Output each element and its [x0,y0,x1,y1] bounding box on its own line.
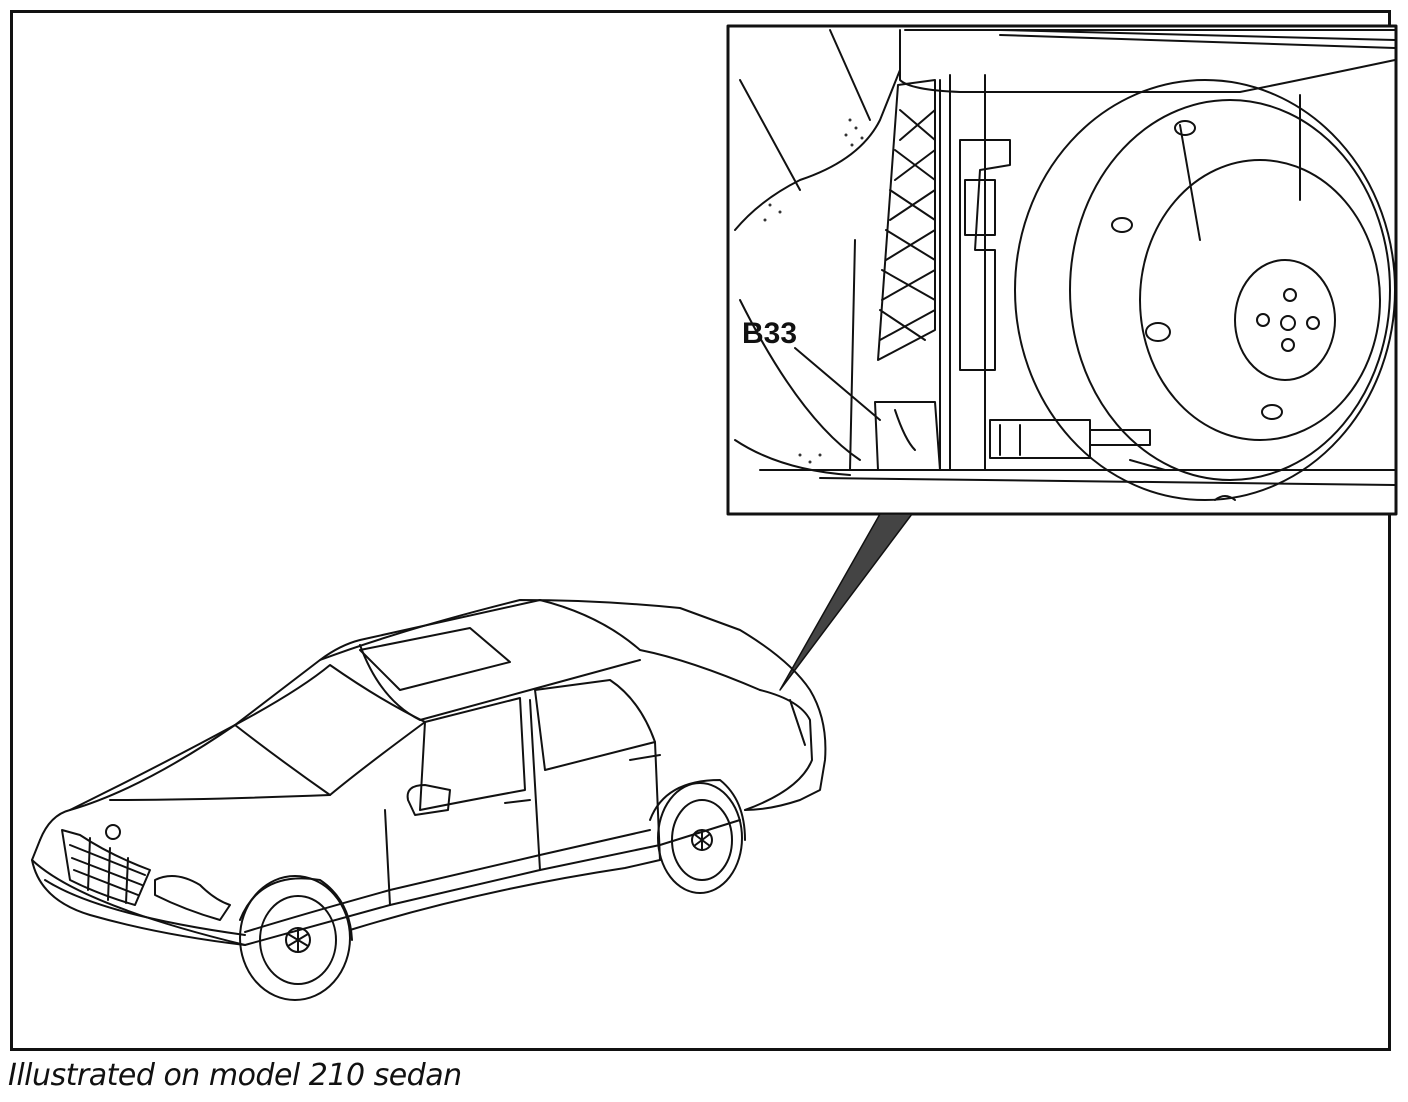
figure-frame [10,10,1391,1051]
figure-caption: Illustrated on model 210 sedan [8,1058,462,1093]
car-illustration [31,599,827,1001]
zoom-pointer-wedge [779,513,913,691]
detail-inset: B33 [726,24,1398,516]
callout-label-b33: B33 [742,317,797,350]
